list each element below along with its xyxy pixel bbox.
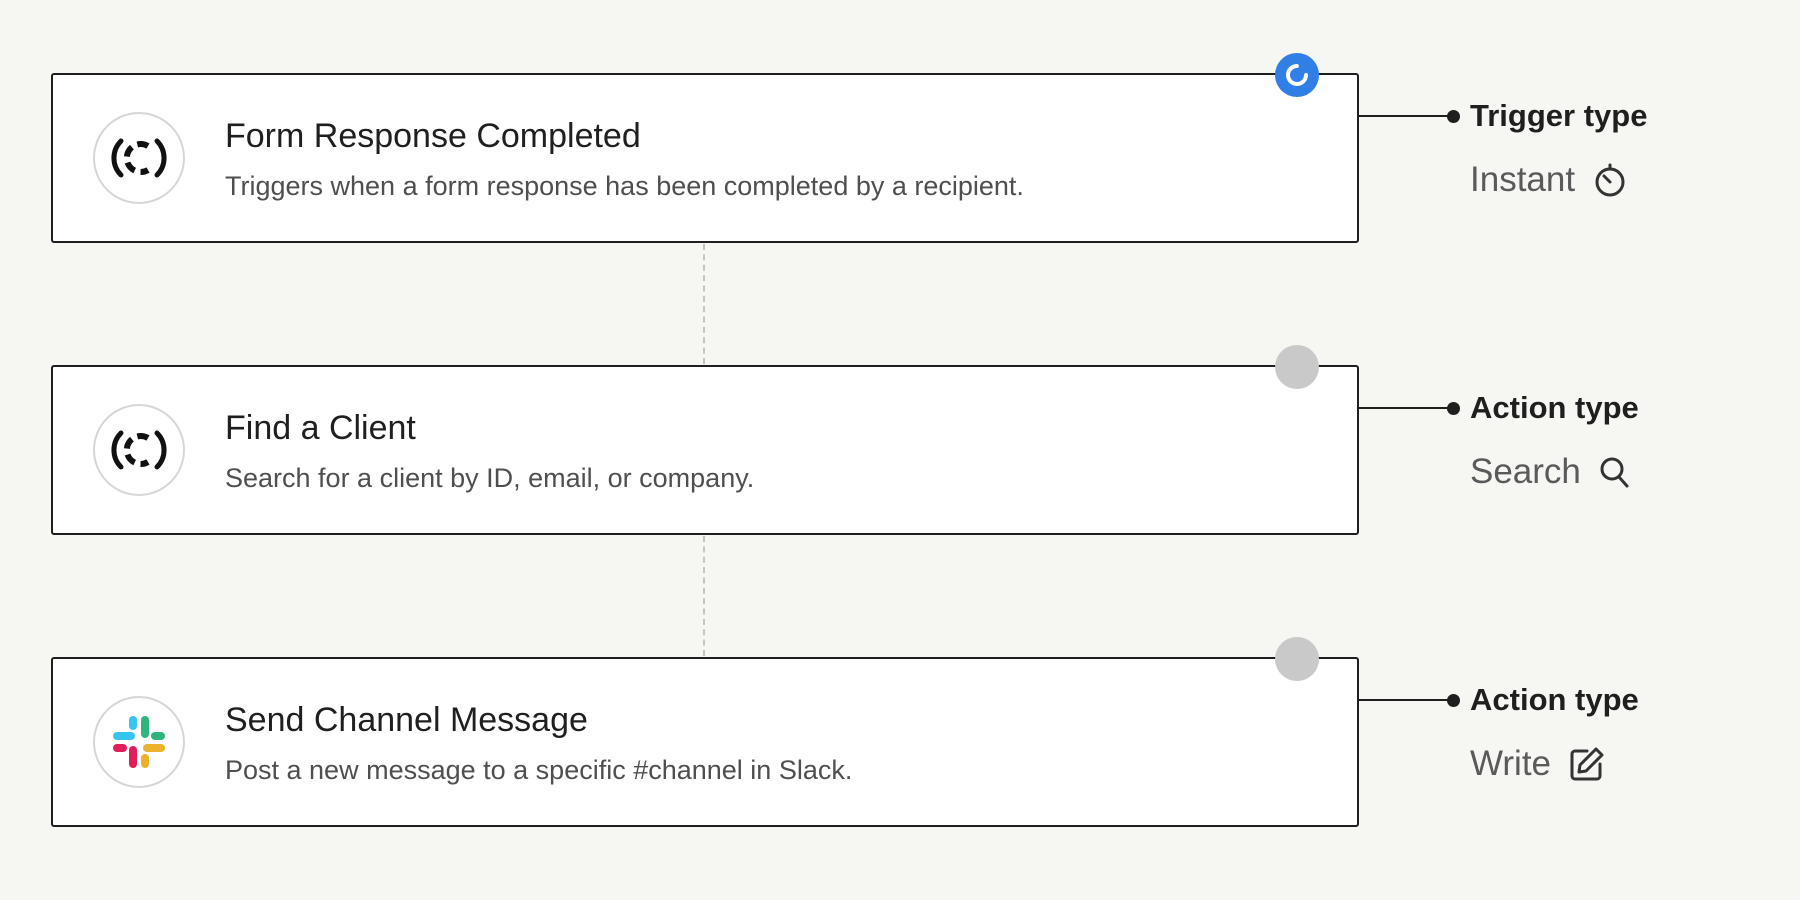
type-value: Search: [1470, 452, 1631, 492]
step-card-trigger[interactable]: Form Response Completed Triggers when a …: [51, 53, 1359, 243]
status-pending-icon: [1275, 637, 1319, 681]
type-value-text: Write: [1470, 744, 1552, 783]
type-value-text: Search: [1470, 452, 1581, 491]
type-value: Instant: [1470, 160, 1627, 200]
step-title: Send Channel Message: [225, 701, 588, 739]
timer-icon: [1593, 162, 1627, 198]
step-description: Search for a client by ID, email, or com…: [225, 463, 755, 493]
slack-icon: [93, 696, 185, 788]
leader-line: [1359, 115, 1453, 117]
clientjoy-c-icon: [93, 112, 185, 204]
type-label: Action type: [1470, 390, 1639, 425]
status-running-icon: [1275, 53, 1319, 97]
leader-line: [1359, 407, 1453, 409]
step-title: Form Response Completed: [225, 117, 641, 155]
type-label: Action type: [1470, 682, 1639, 717]
step-card-search[interactable]: Find a Client Search for a client by ID,…: [51, 345, 1359, 535]
step-connector: [703, 244, 705, 364]
leader-dot: [1447, 110, 1460, 123]
type-value: Write: [1470, 744, 1605, 784]
leader-dot: [1447, 694, 1460, 707]
step-title: Find a Client: [225, 409, 416, 447]
leader-line: [1359, 699, 1453, 701]
step-description: Post a new message to a specific #channe…: [225, 755, 853, 785]
type-value-text: Instant: [1470, 160, 1576, 199]
clientjoy-c-icon: [93, 404, 185, 496]
status-pending-icon: [1275, 345, 1319, 389]
step-description: Triggers when a form response has been c…: [225, 171, 1024, 201]
type-label: Trigger type: [1470, 98, 1648, 133]
edit-icon: [1569, 746, 1605, 782]
search-icon: [1599, 455, 1631, 489]
step-card-write[interactable]: Send Channel Message Post a new message …: [51, 637, 1359, 827]
leader-dot: [1447, 402, 1460, 415]
step-connector: [703, 536, 705, 656]
